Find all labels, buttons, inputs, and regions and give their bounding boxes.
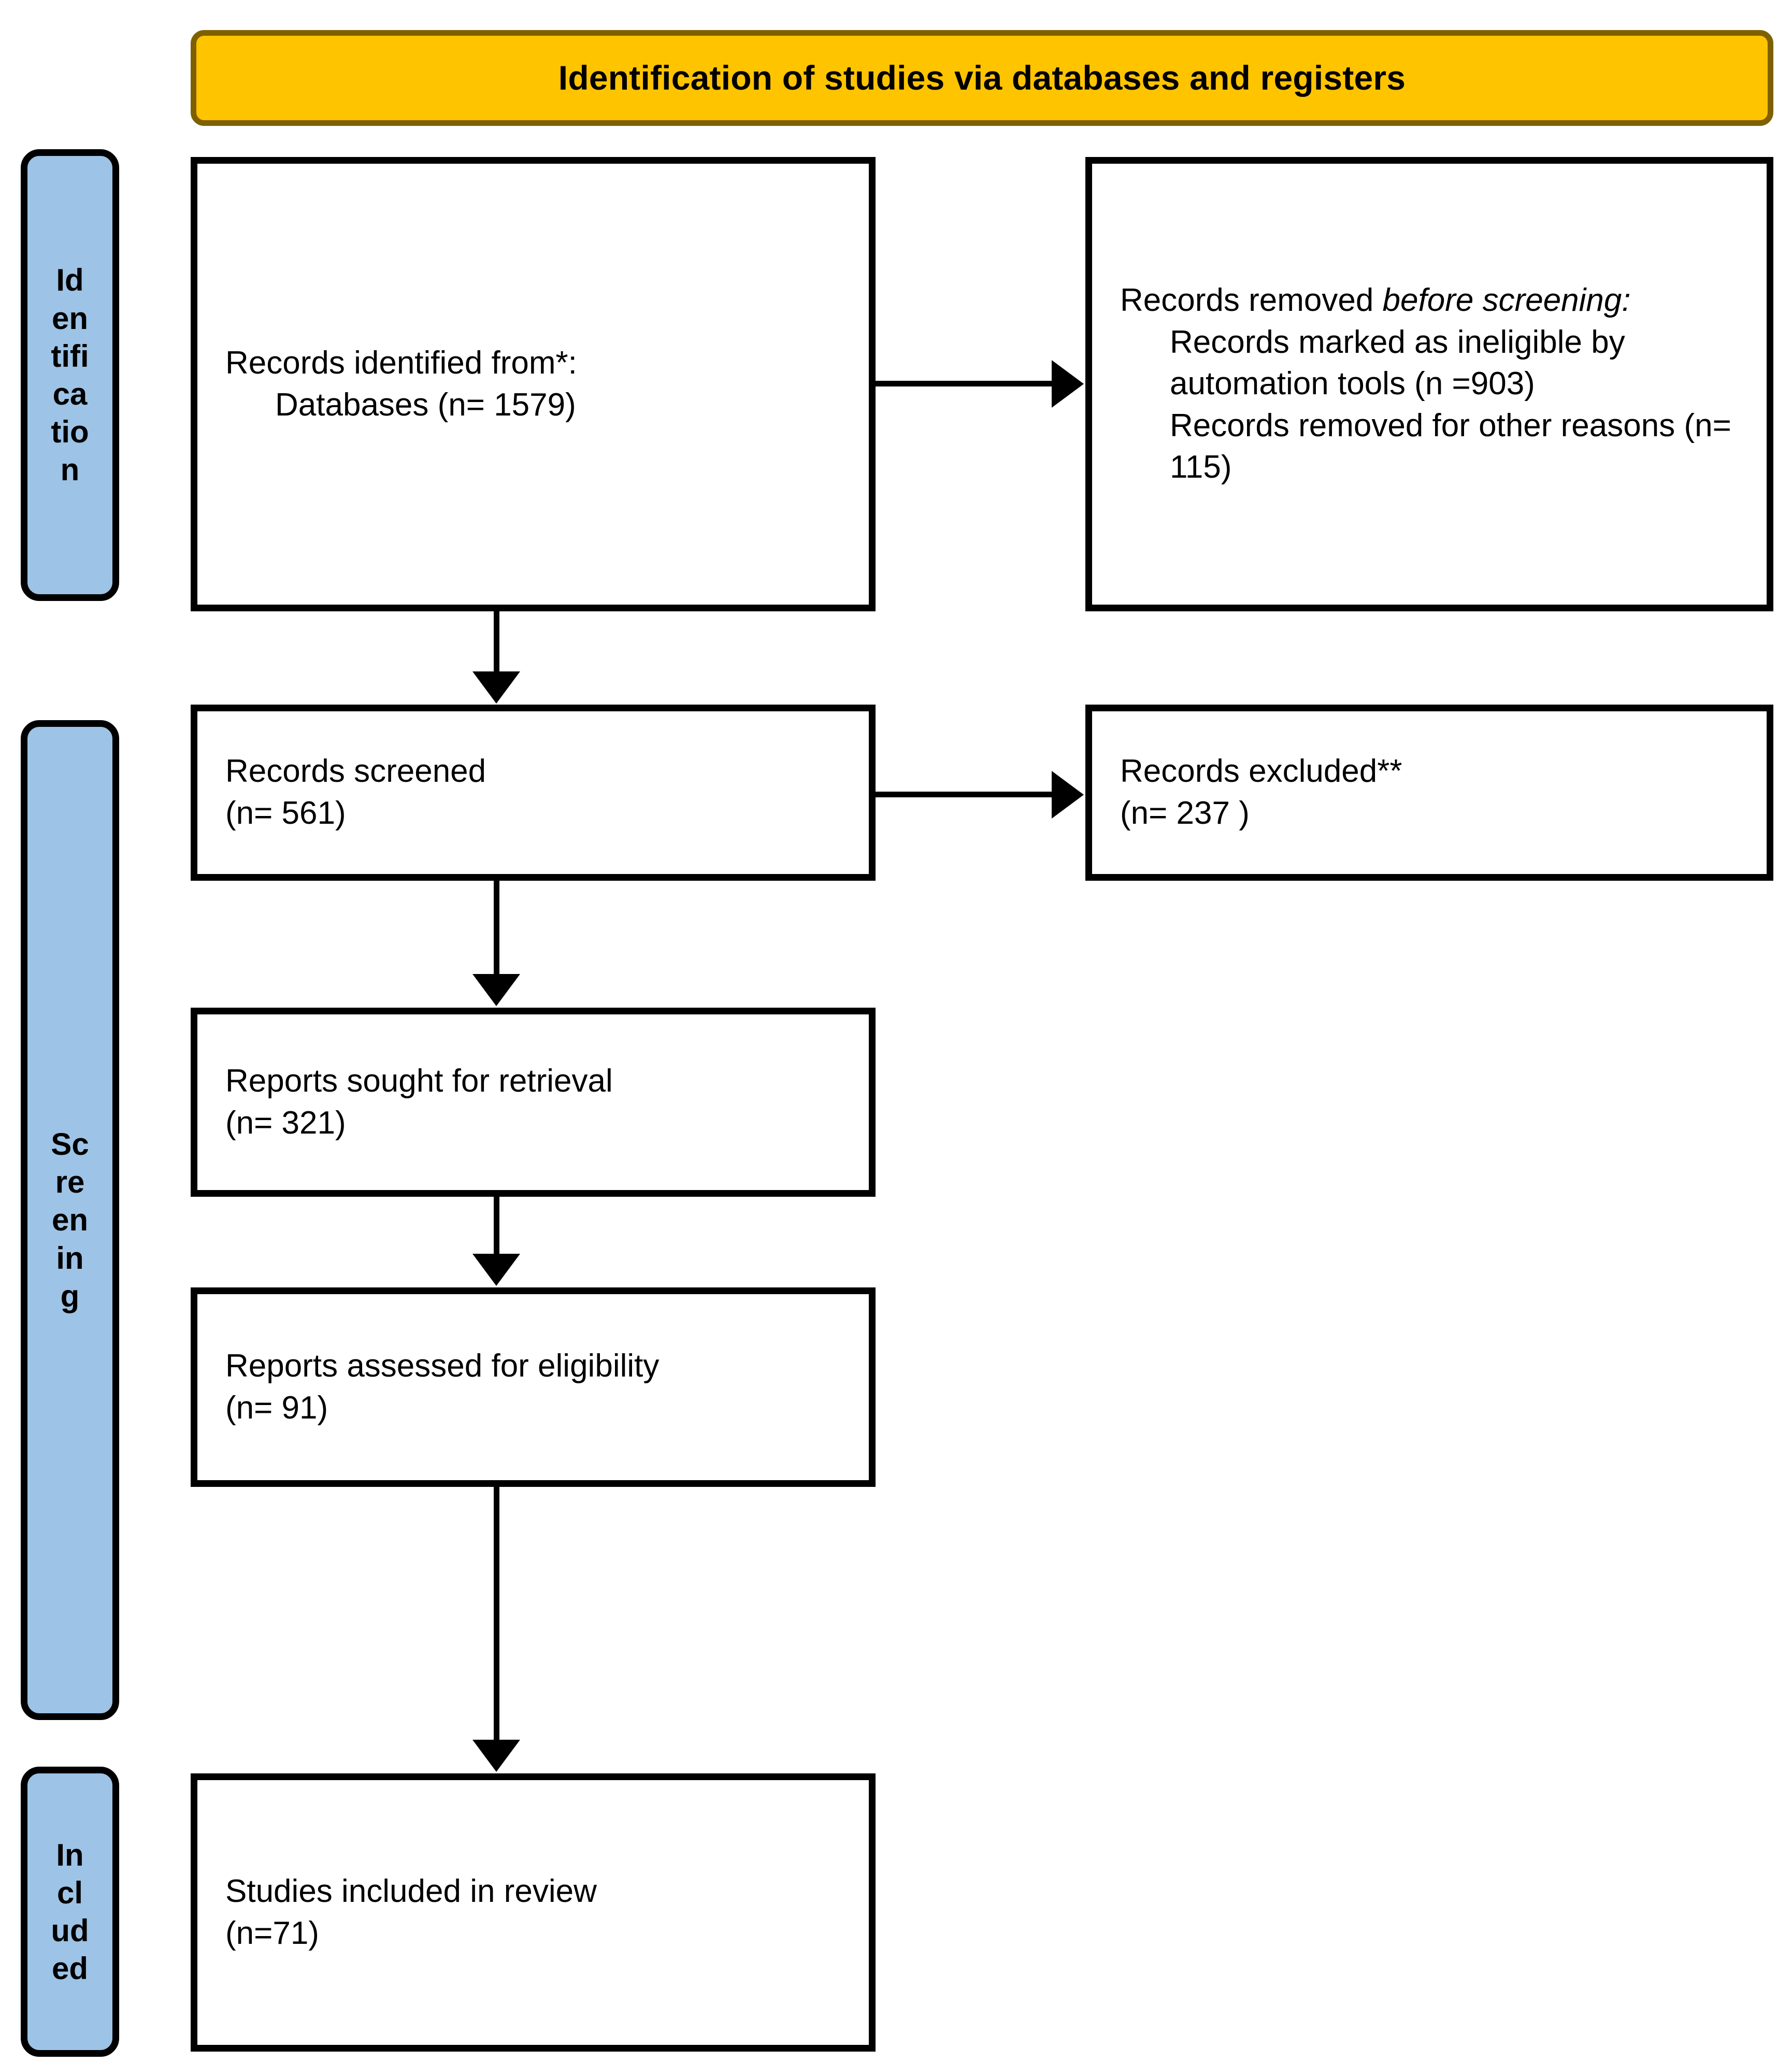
reports-assessed-line2: (n= 91) bbox=[225, 1389, 328, 1426]
records-excluded-line1: Records excluded** bbox=[1120, 753, 1402, 790]
connector-identified-to-removed-line bbox=[876, 381, 1053, 386]
connector-assessed-to-included-line bbox=[494, 1487, 499, 1741]
box-studies-included-text: Studies included in review (n=71) bbox=[197, 1871, 869, 1954]
stage-label-identification-text: Identification bbox=[51, 263, 89, 488]
studies-included-line1: Studies included in review bbox=[225, 1873, 597, 1909]
box-reports-sought-for-retrieval: Reports sought for retrieval (n= 321) bbox=[191, 1008, 876, 1197]
records-screened-line1: Records screened bbox=[225, 753, 486, 790]
arrowhead-right-icon bbox=[1052, 360, 1084, 408]
box-reports-assessed-for-eligibility: Reports assessed for eligibility (n= 91) bbox=[191, 1287, 876, 1487]
arrowhead-down-icon bbox=[472, 671, 520, 704]
connector-screened-to-sought-line bbox=[494, 881, 499, 974]
connector-sought-to-assessed-line bbox=[494, 1197, 499, 1255]
box-studies-included-in-review: Studies included in review (n=71) bbox=[191, 1773, 876, 2052]
records-removed-line1-italic: before screening bbox=[1382, 282, 1622, 319]
records-removed-line1-prefix: Records removed bbox=[1120, 282, 1383, 319]
reports-sought-line1: Reports sought for retrieval bbox=[225, 1063, 613, 1099]
reports-sought-line2: (n= 321) bbox=[225, 1105, 346, 1141]
studies-included-line2: (n=71) bbox=[225, 1915, 319, 1951]
banner-title: Identification of studies via databases … bbox=[558, 59, 1406, 97]
stage-label-included: Included bbox=[21, 1767, 119, 2057]
diagram-header-banner: Identification of studies via databases … bbox=[191, 30, 1773, 126]
records-removed-line1: Records removed before screening: bbox=[1120, 282, 1631, 318]
box-reports-assessed-text: Reports assessed for eligibility (n= 91) bbox=[197, 1345, 869, 1429]
arrowhead-down-icon bbox=[472, 1254, 520, 1286]
records-removed-line3: Records removed for other reasons (n= 11… bbox=[1170, 407, 1731, 485]
box-records-removed-before-screening: Records removed before screening: Record… bbox=[1085, 157, 1773, 611]
arrowhead-down-icon bbox=[472, 974, 520, 1006]
records-identified-line2: Databases (n= 1579) bbox=[275, 386, 576, 423]
stage-label-included-text: Included bbox=[51, 1837, 89, 1986]
stage-label-identification: Identification bbox=[21, 149, 119, 601]
records-identified-line1: Records identified from*: bbox=[225, 345, 577, 381]
box-records-identified: Records identified from*: Databases (n= … bbox=[191, 157, 876, 611]
connector-screened-to-excluded-line bbox=[876, 792, 1053, 797]
arrowhead-right-icon bbox=[1052, 771, 1084, 819]
records-removed-line2: Records marked as ineligible by automati… bbox=[1170, 324, 1625, 402]
arrowhead-down-icon bbox=[472, 1740, 520, 1772]
box-records-excluded: Records excluded** (n= 237 ) bbox=[1085, 705, 1773, 881]
box-records-identified-text: Records identified from*: Databases (n= … bbox=[197, 342, 869, 426]
box-records-removed-text: Records removed before screening: Record… bbox=[1092, 280, 1767, 489]
box-records-screened: Records screened (n= 561) bbox=[191, 705, 876, 881]
stage-label-screening: Screening bbox=[21, 720, 119, 1720]
records-removed-line1-colon: : bbox=[1622, 282, 1631, 319]
stage-label-screening-text: Screening bbox=[51, 1127, 89, 1313]
box-reports-sought-text: Reports sought for retrieval (n= 321) bbox=[197, 1061, 869, 1144]
connector-identified-to-screened-line bbox=[494, 611, 499, 672]
reports-assessed-line1: Reports assessed for eligibility bbox=[225, 1348, 660, 1384]
records-screened-line2: (n= 561) bbox=[225, 795, 346, 831]
records-excluded-line2: (n= 237 ) bbox=[1120, 795, 1250, 831]
box-records-excluded-text: Records excluded** (n= 237 ) bbox=[1092, 751, 1767, 834]
box-records-screened-text: Records screened (n= 561) bbox=[197, 751, 869, 834]
